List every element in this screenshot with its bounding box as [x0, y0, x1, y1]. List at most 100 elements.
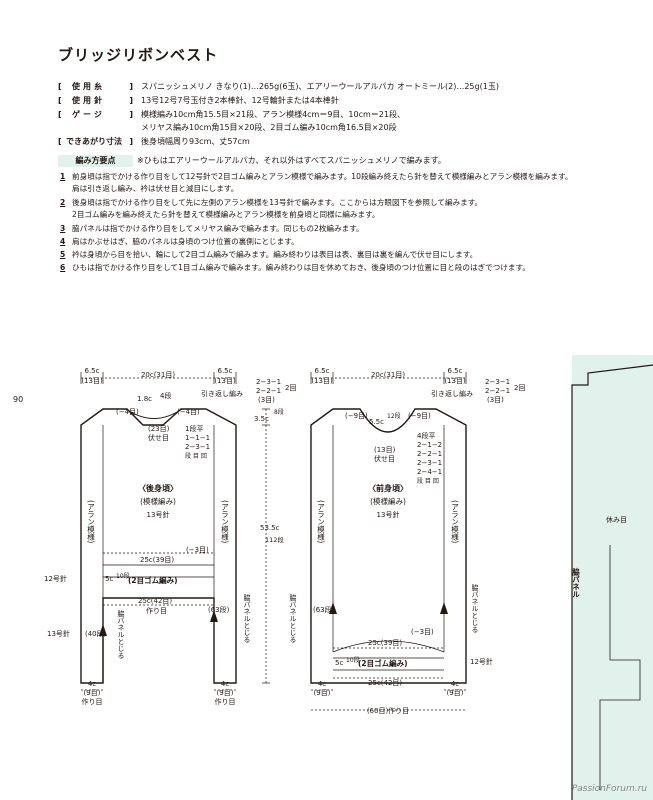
back-lines	[80, 372, 270, 691]
howto-note: ※ひもはエアリーウールアルパカ、それ以外はすべてスパニッシュメリノで編みます。	[137, 156, 446, 165]
svg-text:(3目): (3目)	[258, 396, 275, 404]
svg-text:4c: 4c	[88, 680, 96, 688]
svg-text:(−4目): (−4目)	[177, 408, 200, 416]
svg-text:(−4目): (−4目)	[116, 408, 139, 416]
svg-text:2−4−1: 2−4−1	[417, 468, 442, 476]
svg-text:(3目): (3目)	[487, 396, 504, 404]
step-3: 3 脇パネルは指でかける作り目をしてメリヤス編みで編みます。同じもの2枚編みます…	[60, 224, 364, 233]
svg-text:25c(39目): 25c(39目)	[140, 556, 174, 564]
svg-text:(63段): (63段)	[208, 605, 230, 614]
svg-text:2−3−1: 2−3−1	[485, 378, 510, 386]
svg-text:(13目): (13目)	[214, 377, 236, 385]
svg-text:13号針: 13号針	[377, 510, 400, 519]
svg-text:(アラン模様): (アラン模様)	[450, 500, 459, 543]
svg-text:6.5c: 6.5c	[448, 367, 463, 375]
svg-text:1.8c: 1.8c	[137, 395, 152, 403]
svg-text:(9目): (9目)	[314, 689, 331, 697]
svg-text:4段: 4段	[160, 391, 171, 400]
svg-text:20c(31目): 20c(31目)	[141, 371, 175, 379]
front-arrows	[329, 602, 448, 614]
svg-text:20c(31目): 20c(31目)	[371, 371, 405, 379]
svg-text:作り目: 作り目	[82, 697, 103, 706]
svg-text:(模様編み): (模様編み)	[370, 496, 406, 506]
svg-text:(アラン模様): (アラン模様)	[316, 500, 325, 543]
svg-text:2−2−1: 2−2−1	[256, 387, 281, 395]
svg-text:休み目: 休み目	[606, 515, 627, 524]
svg-text:(13目): (13目)	[81, 377, 103, 385]
svg-text:段 目 回: 段 目 回	[417, 477, 439, 485]
svg-text:(40段): (40段)	[85, 629, 107, 638]
step-6: 6 ひもは指でかける作り目をして1目ゴム編みで編みます。編み終わりは目を休めてお…	[60, 263, 530, 272]
svg-text:(−3目): (−3目)	[411, 628, 434, 636]
side-panel-labels: 脇パネル 休み目	[571, 515, 627, 598]
svg-text:13号針: 13号針	[47, 629, 70, 638]
svg-text:作り目: 作り目	[215, 697, 236, 706]
svg-text:引き返し編み: 引き返し編み	[431, 389, 473, 398]
svg-text:5c: 5c	[335, 659, 343, 667]
watermark: PassionForum.ru	[571, 784, 647, 794]
svg-text:(9目): (9目)	[84, 689, 101, 697]
svg-text:12号針: 12号針	[44, 574, 67, 583]
svg-text:4c: 4c	[318, 680, 326, 688]
svg-text:2−2−1: 2−2−1	[485, 387, 510, 395]
svg-text:6.5c: 6.5c	[85, 367, 100, 375]
svg-text:作り目: 作り目	[146, 606, 167, 615]
svg-text:2回: 2回	[514, 384, 525, 392]
page-title: ブリッジリボンベスト	[58, 46, 219, 64]
svg-text:5.5c: 5.5c	[369, 418, 384, 426]
back-outline	[80, 408, 237, 684]
front-lines	[310, 372, 467, 711]
svg-text:(13目): (13目)	[444, 377, 466, 385]
svg-text:2−1−2: 2−1−2	[417, 441, 442, 449]
svg-text:脇パネルとじる: 脇パネルとじる	[289, 594, 297, 643]
side-band	[572, 355, 653, 800]
svg-text:(63段): (63段)	[313, 605, 335, 614]
svg-text:(模様編み): (模様編み)	[140, 496, 176, 506]
svg-text:(9目): (9目)	[217, 689, 234, 697]
step-1: 1 前身頃は指でかける作り目をして12号針で2目ゴム編みとアラン模様で編みます。…	[60, 172, 573, 193]
side-panel-outline	[571, 364, 653, 800]
svg-text:(2目ゴム編み): (2目ゴム編み)	[128, 575, 178, 585]
svg-text:(−3目): (−3目)	[186, 546, 209, 554]
svg-text:引き返し編み: 引き返し編み	[201, 389, 243, 398]
svg-text:2−3−1: 2−3−1	[256, 378, 281, 386]
back-labels: 6.5c (13目) 20c(31目) 6.5c (13目) 1.8c 4段 (…	[44, 367, 296, 706]
svg-text:(13目): (13目)	[374, 446, 396, 454]
svg-text:(アラン模様): (アラン模様)	[86, 500, 95, 543]
svg-text:(13目): (13目)	[311, 377, 333, 385]
howto-heading: 編み方要点	[58, 155, 133, 167]
svg-text:112段: 112段	[265, 535, 284, 544]
svg-text:13号針: 13号針	[147, 510, 170, 519]
svg-text:10段: 10段	[116, 572, 130, 580]
svg-text:1−1−1: 1−1−1	[185, 434, 210, 442]
svg-text:3.5c: 3.5c	[254, 415, 269, 423]
svg-text:4c: 4c	[451, 680, 459, 688]
svg-text:(2目ゴム編み): (2目ゴム編み)	[358, 658, 408, 668]
svg-text:脇パネルとじる: 脇パネルとじる	[471, 584, 479, 633]
svg-text:53.5c: 53.5c	[260, 524, 280, 532]
svg-text:(23目): (23目)	[148, 425, 170, 433]
svg-text:(−9目): (−9目)	[345, 412, 368, 420]
step-5: 5 衿は身頃から目を拾い、輪にして2目ゴム編みで編みます。編み終わりは表目は表、…	[60, 250, 478, 259]
back-arrows	[99, 610, 218, 636]
svg-text:脇パネルとじる: 脇パネルとじる	[243, 594, 251, 643]
svg-text:1段平: 1段平	[185, 424, 203, 433]
svg-text:脇パネル: 脇パネル	[571, 567, 580, 599]
step-4: 4 肩はかぶせはぎ、脇のパネルは身頃のつけ位置の裏側にとじます。	[60, 237, 299, 246]
svg-text:25c(39目): 25c(39目)	[368, 639, 402, 647]
svg-text:8段: 8段	[274, 408, 284, 416]
svg-text:段 目 回: 段 目 回	[185, 452, 207, 460]
svg-text:6.5c: 6.5c	[315, 367, 330, 375]
svg-text:10段: 10段	[346, 656, 360, 664]
svg-text:12段: 12段	[387, 412, 401, 420]
step-2: 2 後身頃は指でかける作り目をして先に左側のアラン模様を13号針で編みます。ここ…	[60, 198, 483, 219]
svg-text:2回: 2回	[285, 384, 296, 392]
front-labels: 6.5c (13目) 20c(31目) 6.5c (13目) (−9目) (−9…	[289, 367, 525, 715]
svg-text:5c: 5c	[105, 575, 113, 583]
svg-text:(アラン模様): (アラン模様)	[220, 500, 229, 543]
svg-text:(−9目): (−9目)	[408, 412, 431, 420]
svg-text:4段平: 4段平	[417, 431, 435, 440]
svg-text:2−2−1: 2−2−1	[417, 450, 442, 458]
svg-text:12号針: 12号針	[470, 657, 493, 666]
